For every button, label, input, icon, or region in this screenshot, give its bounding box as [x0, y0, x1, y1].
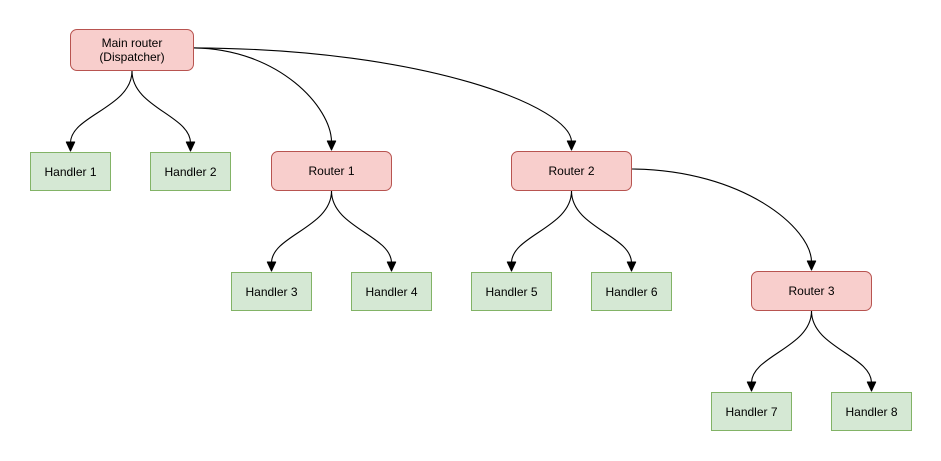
edge-router-3-to-handler-8	[810, 310, 877, 392]
node-main-router[interactable]: Main router (Dispatcher)	[70, 29, 194, 71]
node-label: Router 3	[788, 284, 835, 298]
edge-line	[570, 190, 633, 264]
node-label: Handler 2	[164, 164, 217, 179]
node-router-3[interactable]: Router 3	[751, 271, 872, 311]
node-handler-5[interactable]: Handler 5	[471, 272, 552, 311]
arrow-head	[626, 261, 637, 272]
node-label: Handler 5	[485, 284, 538, 299]
edge-line	[330, 190, 393, 264]
node-router-1[interactable]: Router 1	[271, 151, 392, 191]
node-label: Router 2	[548, 164, 595, 178]
edge-main-to-router-2	[193, 47, 577, 151]
arrow-head	[746, 381, 757, 392]
edge-line	[510, 190, 573, 264]
arrow-head	[806, 260, 817, 271]
edge-line	[810, 310, 873, 384]
arrow-head	[386, 261, 397, 272]
node-router-2[interactable]: Router 2	[511, 151, 632, 191]
node-handler-8[interactable]: Handler 8	[831, 392, 912, 431]
node-label: Handler 3	[245, 284, 298, 299]
edge-line	[69, 70, 133, 144]
arrow-head	[866, 381, 877, 392]
edge-router-3-to-handler-7	[746, 310, 813, 392]
node-handler-4[interactable]: Handler 4	[351, 272, 432, 311]
edge-main-to-handler-1	[65, 70, 133, 152]
node-label: Handler 4	[365, 284, 418, 299]
edge-line	[270, 190, 333, 264]
node-handler-1[interactable]: Handler 1	[30, 152, 111, 191]
node-handler-7[interactable]: Handler 7	[711, 392, 792, 431]
edge-line	[631, 168, 813, 263]
arrow-head	[326, 140, 337, 151]
edge-router-2-to-handler-5	[506, 190, 573, 272]
edge-line	[750, 310, 813, 384]
edge-main-to-router-1	[193, 47, 337, 151]
node-label: Handler 6	[605, 284, 658, 299]
edge-line	[193, 47, 333, 143]
edge-router-2-to-handler-6	[570, 190, 637, 272]
arrow-head	[566, 140, 577, 151]
edge-main-to-handler-2	[131, 70, 196, 152]
node-handler-6[interactable]: Handler 6	[591, 272, 672, 311]
edge-router-1-to-handler-3	[266, 190, 333, 272]
arrow-head	[185, 141, 196, 152]
node-label: Main router (Dispatcher)	[99, 36, 165, 64]
arrow-head	[65, 141, 76, 152]
node-handler-3[interactable]: Handler 3	[231, 272, 312, 311]
arrow-head	[266, 261, 277, 272]
arrow-head	[506, 261, 517, 272]
edge-router-1-to-handler-4	[330, 190, 397, 272]
edge-router-2-to-router-3	[631, 168, 817, 271]
edge-line	[131, 70, 192, 144]
node-handler-2[interactable]: Handler 2	[150, 152, 231, 191]
node-label: Handler 7	[725, 404, 778, 419]
node-label: Handler 1	[44, 164, 97, 179]
node-label: Router 1	[308, 164, 355, 178]
node-label: Handler 8	[845, 404, 898, 419]
edge-line	[193, 47, 573, 143]
